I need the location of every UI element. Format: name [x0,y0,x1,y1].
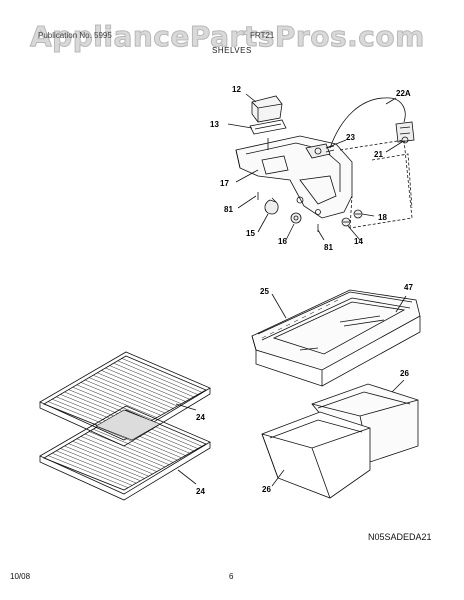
section-title: SHELVES [212,46,252,55]
part-12-knob-cover [251,95,283,123]
wire-rod [84,433,166,468]
callout-13: 13 [210,120,219,129]
part-13-gasket [249,119,287,135]
part-26-crisper-rear [311,383,419,463]
part-24-wire-shelf-lower [39,405,211,501]
callout-21: 21 [374,150,383,159]
callout-47: 47 [404,283,413,292]
callout-14: 14 [354,237,363,246]
diagram-code: N05SADEDA21 [368,532,432,542]
wire-rod [89,377,170,411]
wire-rod [60,448,141,482]
callout-16: 16 [278,237,287,246]
shelf-trim-hatching [261,299,339,339]
callout-18: 18 [378,213,387,222]
wire-rod [109,365,190,400]
callout-24-lower: 24 [196,487,205,496]
callout-26-front: 26 [262,485,271,494]
wire-rod [113,362,194,398]
part-22a-capillary-tube [329,97,415,149]
part-15-bulb [264,197,279,215]
wire-rod [76,384,157,418]
wire-rod [97,426,178,461]
wire-rod [72,386,153,421]
wire-rod [48,455,129,488]
callout-12: 12 [232,85,241,94]
wire-rod [80,436,161,470]
wire-rod [89,431,170,465]
footer-date: 10/08 [10,572,31,581]
callout-23: 23 [346,133,355,142]
part-47-glass [272,301,406,355]
callout-24-upper: 24 [196,413,205,422]
callout-81-left: 81 [224,205,233,214]
part-14-screw [341,217,351,227]
part-16-knob [290,212,302,224]
wire-rod [80,382,161,416]
wire-rod [72,440,153,475]
wire-rod [56,450,137,484]
wire-rod [105,367,186,402]
part-25-shelf-frame [251,289,421,387]
part-26-crisper-front [261,411,371,499]
wire-rod [93,428,174,463]
wire-rod [101,370,182,405]
part-18-screw [353,209,363,219]
callout-26-rear: 26 [400,369,409,378]
watermark-logo: AppliancePartsPros.com [30,20,425,54]
wire-rod [117,360,198,395]
wire-rod [93,374,174,409]
callout-22a: 22A [396,89,411,98]
wire-rod [52,452,133,486]
wire-rod [121,358,202,393]
wire-rod [84,379,166,414]
wire-rod [97,372,178,407]
callout-15: 15 [246,229,255,238]
wire-shelf-center-grid [95,409,161,441]
callout-25: 25 [260,287,269,296]
part-17-housing [235,135,353,219]
wire-rod [64,445,145,479]
callout-81-right: 81 [324,243,333,252]
model-number: FRT21 [250,31,275,40]
footer-page-number: 6 [229,572,234,581]
wire-rod [68,443,149,477]
wire-rod [76,438,157,472]
callout-17: 17 [220,179,229,188]
publication-number: Publication No. 5995 [38,31,112,40]
